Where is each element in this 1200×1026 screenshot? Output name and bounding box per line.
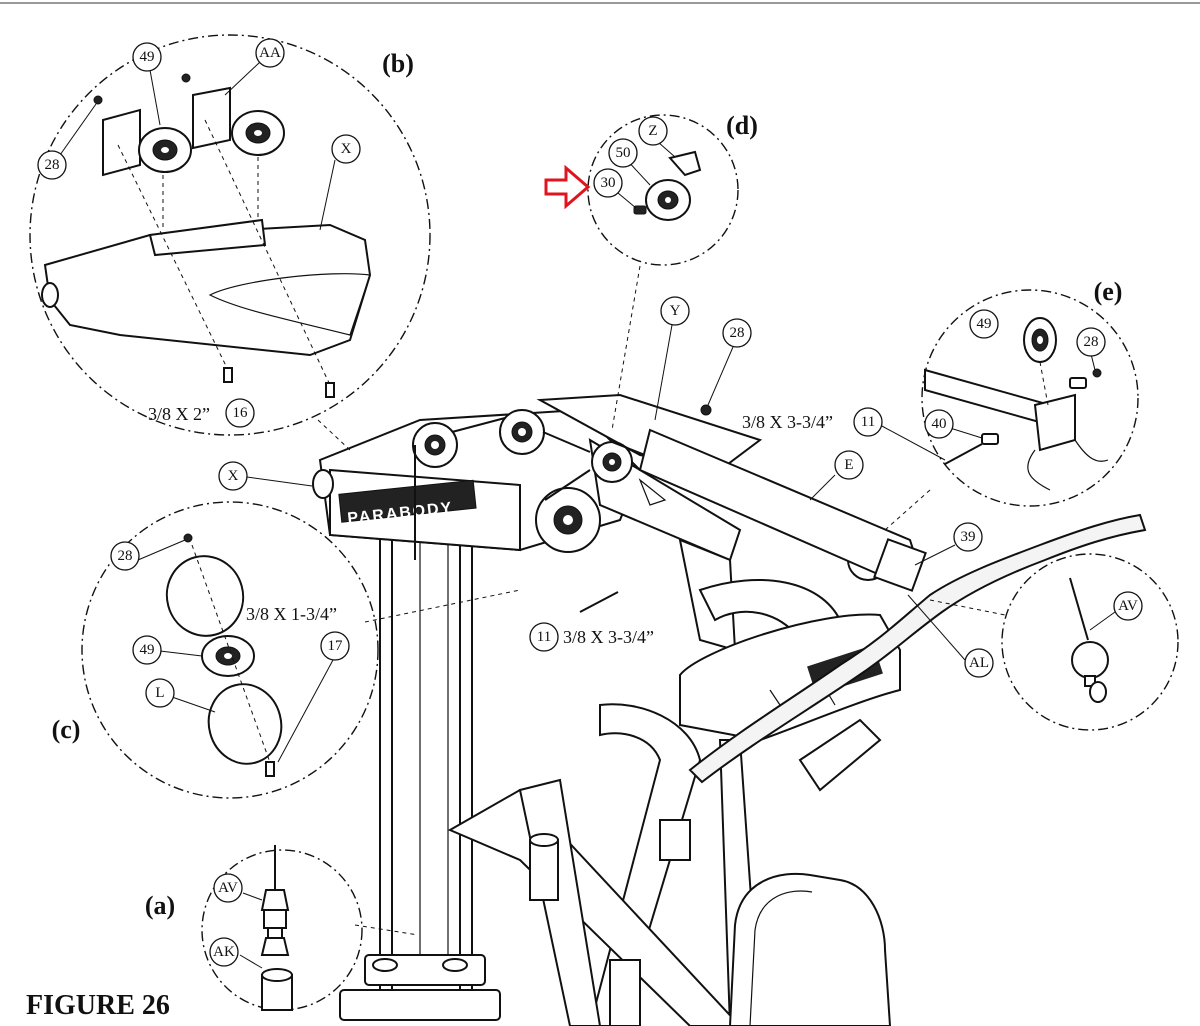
svg-text:49: 49 <box>140 642 155 658</box>
callout-e-49: 49 <box>969 309 999 339</box>
callout-main-AL: AL <box>964 648 994 678</box>
callout-b-AA: AA <box>255 38 285 68</box>
svg-text:Z: Z <box>648 123 657 139</box>
svg-text:Y: Y <box>670 303 681 319</box>
main-machine-drawing: PARABODY <box>312 393 1147 1026</box>
pulley-right <box>591 441 633 483</box>
pulley-top-mid <box>499 409 545 455</box>
svg-text:28: 28 <box>118 548 133 564</box>
figure-label: FIGURE 26 <box>26 990 170 1021</box>
svg-text:28: 28 <box>1084 334 1099 350</box>
svg-text:AK: AK <box>213 944 235 960</box>
svg-text:49: 49 <box>140 49 155 65</box>
callout-main-39: 39 <box>953 522 983 552</box>
svg-text:28: 28 <box>730 325 745 341</box>
pulley-49-e <box>1023 317 1057 363</box>
detail-view-a: (a) AV AK <box>145 845 363 1011</box>
callout-c-17: 17 <box>320 631 350 661</box>
callout-main-E: E <box>834 450 864 480</box>
svg-text:AL: AL <box>969 655 989 671</box>
callout-b-49: 49 <box>132 42 162 72</box>
detail-view-d: (d) Z 50 30 <box>544 111 758 266</box>
callout-main-28: 28 <box>722 318 752 348</box>
callout-b-16: 16 <box>225 398 255 428</box>
view-label-b: (b) <box>382 49 414 78</box>
detail-view-b: (b) 49 AA 28 X 16 3/8 X 2” <box>29 34 431 436</box>
view-label-d: (d) <box>726 111 758 140</box>
callout-a-AV: AV <box>213 873 243 903</box>
callout-main-11-bottom: 11 <box>529 622 559 652</box>
svg-text:AV: AV <box>218 880 238 896</box>
callout-b-X: X <box>331 134 361 164</box>
svg-text:L: L <box>155 685 164 701</box>
right-arrow-icon <box>544 164 591 210</box>
dimension-main-top: 3/8 X 3-3/4” <box>742 412 833 432</box>
pulley-second-b <box>231 110 285 156</box>
svg-text:E: E <box>844 457 853 473</box>
callout-c-L: L <box>145 678 175 708</box>
dimension-b-bolt: 3/8 X 2” <box>148 404 210 424</box>
callout-d-30: 30 <box>593 168 623 198</box>
detail-view-c: (c) 28 49 17 L 3/8 X 1-3/4” <box>52 501 379 799</box>
dimension-main-bottom: 3/8 X 3-3/4” <box>563 627 654 647</box>
svg-text:X: X <box>341 141 352 157</box>
detail-view-cable-ball: AV <box>1001 553 1179 731</box>
view-label-c: (c) <box>52 715 81 744</box>
svg-text:17: 17 <box>328 638 344 654</box>
pulley-top-left <box>412 422 458 468</box>
detail-view-e: (e) 49 28 40 <box>879 277 1139 507</box>
svg-text:40: 40 <box>932 416 947 432</box>
callout-a-AK: AK <box>209 937 239 967</box>
callout-d-Z: Z <box>638 116 668 146</box>
svg-text:11: 11 <box>537 629 551 645</box>
svg-text:AV: AV <box>1118 598 1138 614</box>
view-label-a: (a) <box>145 891 175 920</box>
callout-e-28: 28 <box>1076 327 1106 357</box>
callout-b-28: 28 <box>37 150 67 180</box>
svg-text:AA: AA <box>259 45 281 61</box>
svg-text:30: 30 <box>601 175 616 191</box>
callout-c-49: 49 <box>132 635 162 665</box>
svg-text:11: 11 <box>861 414 875 430</box>
dimension-c-bolt: 3/8 X 1-3/4” <box>246 604 337 624</box>
callout-main-Y: Y <box>660 296 690 326</box>
svg-text:39: 39 <box>961 529 976 545</box>
view-label-e: (e) <box>1094 277 1123 306</box>
svg-text:50: 50 <box>616 145 631 161</box>
callout-c-28: 28 <box>110 541 140 571</box>
pulley-front <box>535 487 601 553</box>
svg-text:X: X <box>228 468 239 484</box>
svg-text:16: 16 <box>233 405 249 421</box>
pulley-49-b <box>138 127 192 173</box>
callout-ball-AV: AV <box>1113 591 1143 621</box>
svg-text:49: 49 <box>977 316 992 332</box>
main-callouts: Y 28 11 E X 39 AL 11 3/8 X 3-3/4” 3/8 X … <box>218 296 994 678</box>
callout-e-40: 40 <box>924 409 954 439</box>
callout-main-X: X <box>218 461 248 491</box>
callout-main-11-top: 11 <box>853 407 883 437</box>
pulley-49-c <box>201 635 255 677</box>
pulley-50-d <box>645 179 691 221</box>
callout-d-50: 50 <box>608 138 638 168</box>
svg-text:28: 28 <box>45 157 60 173</box>
